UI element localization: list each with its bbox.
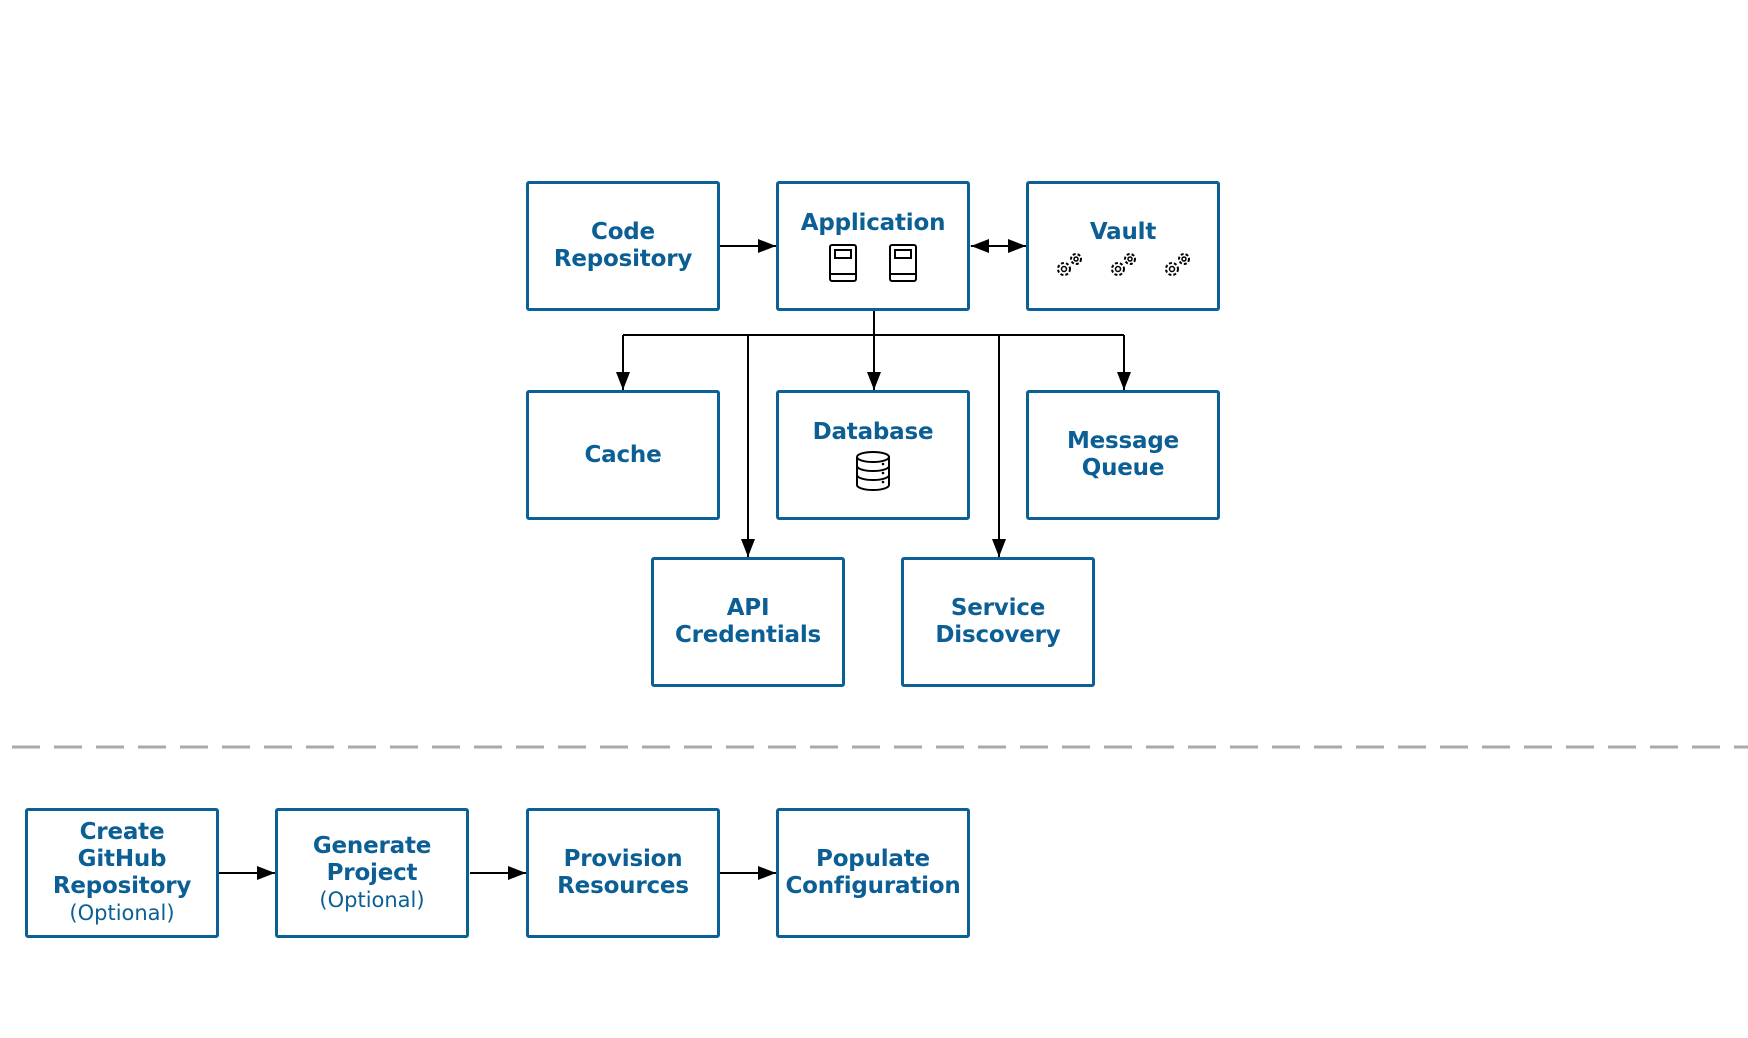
application-box: Application bbox=[776, 181, 970, 311]
populate-configuration-box: Populate Configuration bbox=[776, 808, 970, 938]
vault-label: Vault bbox=[1089, 218, 1157, 245]
code-repository-box: Code Repository bbox=[526, 181, 720, 311]
server-icon bbox=[889, 243, 917, 282]
api-credentials-box: API Credentials bbox=[651, 557, 845, 687]
optional-note: (Optional) bbox=[69, 901, 175, 925]
gears-icon bbox=[1057, 252, 1082, 276]
database-box: Database bbox=[776, 390, 970, 520]
generate-project-box: Generate Project (Optional) bbox=[275, 808, 469, 938]
cache-box: Cache bbox=[526, 390, 720, 520]
code-repository-label: Code Repository bbox=[553, 219, 693, 272]
database-label: Database bbox=[812, 418, 934, 445]
provision-resources-label: Provision Resources bbox=[557, 846, 689, 899]
server-icon bbox=[829, 243, 857, 282]
api-credentials-label: API Credentials bbox=[674, 595, 822, 648]
optional-note: (Optional) bbox=[319, 887, 425, 912]
provision-resources-box: Provision Resources bbox=[526, 808, 720, 938]
database-icon bbox=[856, 450, 890, 491]
generate-project-label: Generate Project bbox=[312, 832, 432, 886]
application-icons bbox=[828, 243, 918, 283]
populate-configuration-label: Populate Configuration bbox=[785, 846, 961, 899]
cache-label: Cache bbox=[584, 441, 662, 468]
arrow-app-vault-left-head bbox=[971, 239, 989, 253]
vault-box: Vault bbox=[1026, 181, 1220, 311]
create-github-repository-label: Create GitHub Repository bbox=[52, 819, 192, 899]
message-queue-label: Message Queue bbox=[1066, 428, 1180, 481]
gears-icon bbox=[1111, 252, 1136, 276]
service-discovery-label: Service Discovery bbox=[935, 595, 1061, 648]
application-label: Application bbox=[800, 209, 946, 236]
message-queue-box: Message Queue bbox=[1026, 390, 1220, 520]
create-github-repository-box: Create GitHub Repository (Optional) bbox=[25, 808, 219, 938]
service-discovery-box: Service Discovery bbox=[901, 557, 1095, 687]
vault-icons bbox=[1053, 250, 1193, 280]
gears-icon bbox=[1165, 252, 1190, 276]
